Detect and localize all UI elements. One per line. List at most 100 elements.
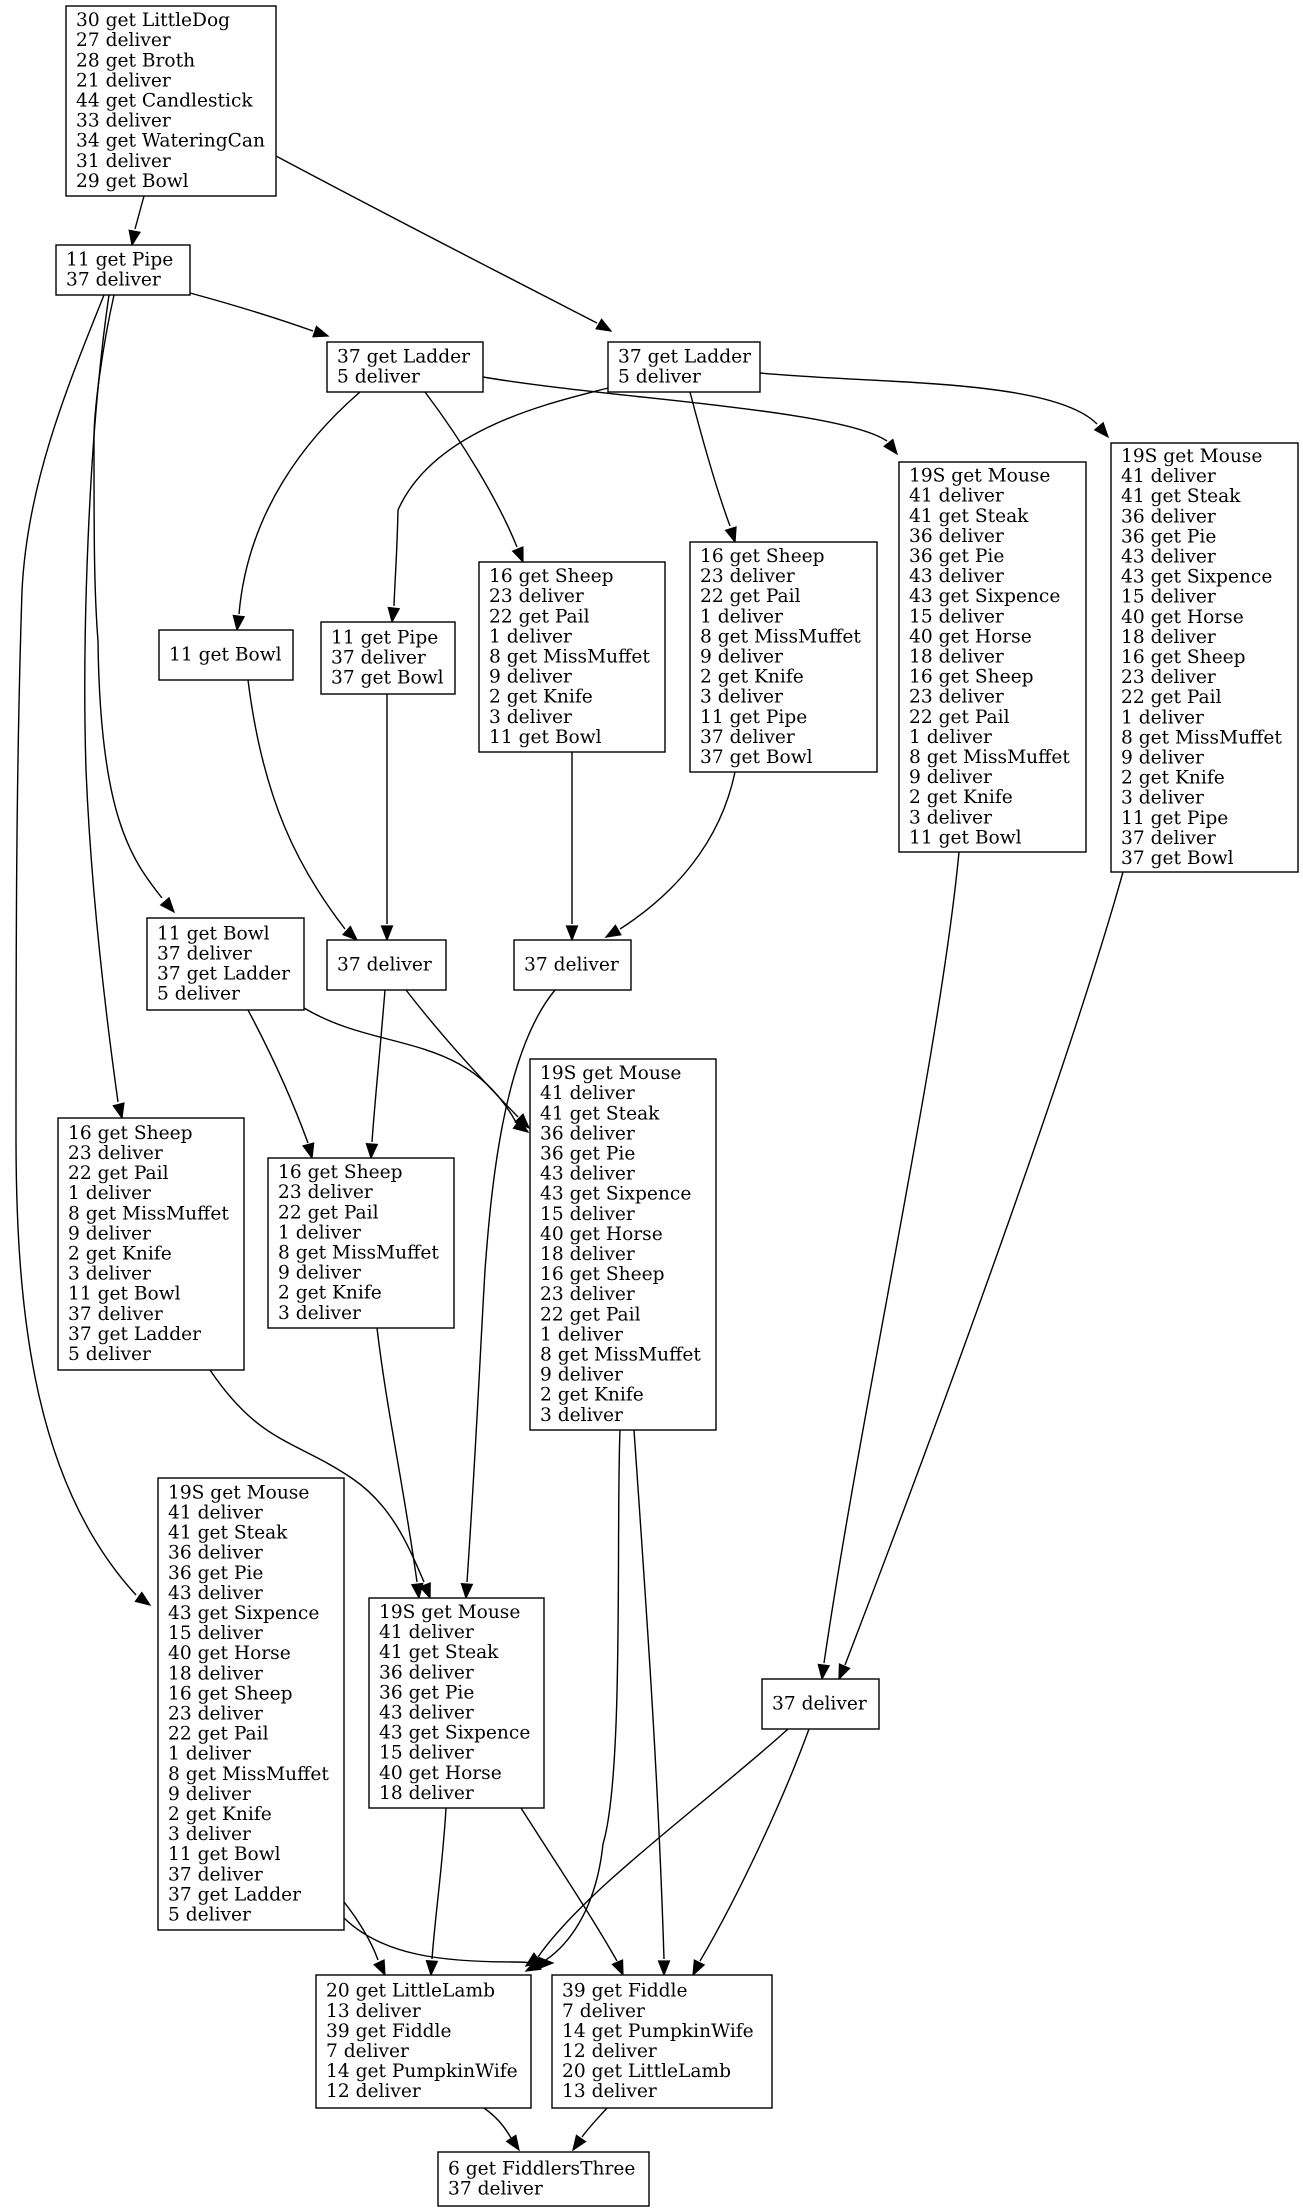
edge-n13-n18 <box>460 989 556 1600</box>
node-line: 22 get Pail <box>68 1163 169 1184</box>
node-line: 43 get Sixpence <box>909 586 1060 607</box>
node-line: 21 deliver <box>76 70 171 91</box>
node-line: 11 get Bowl <box>157 923 270 944</box>
node-line: 2 get Knife <box>489 687 593 708</box>
edge-arrowhead <box>134 1591 152 1606</box>
node-line: 18 deliver <box>168 1663 263 1684</box>
node-box <box>267 1157 455 1329</box>
node-line: 13 deliver <box>562 2081 657 2102</box>
node-line: 36 deliver <box>379 1662 474 1683</box>
node-line: 16 get Sheep <box>168 1683 292 1704</box>
node-line: 9 deliver <box>700 646 783 667</box>
node-line: 9 deliver <box>489 667 572 688</box>
node-line: 23 deliver <box>168 1704 263 1725</box>
edge-n5-n19 <box>817 851 960 1681</box>
node-line: 5 deliver <box>337 367 420 388</box>
node-line: 8 get MissMuffet <box>68 1203 229 1224</box>
edge-line <box>537 1728 789 1958</box>
node-box <box>326 341 484 393</box>
node-line: 1 deliver <box>1121 707 1204 728</box>
edge-line <box>134 195 145 230</box>
node-line: 15 deliver <box>1121 587 1216 608</box>
node-line: 11 get Bowl <box>68 1284 181 1305</box>
node-line: 36 get Pie <box>1121 526 1216 547</box>
edge-n21-n22 <box>572 2107 608 2152</box>
node-line: 20 get LittleLamb <box>562 2061 731 2082</box>
node-line: 33 deliver <box>76 111 171 132</box>
node-line: 18 deliver <box>540 1244 635 1265</box>
node-line: 3 deliver <box>700 687 783 708</box>
edge-line <box>699 1728 810 1962</box>
node-line: 11 get Bowl <box>489 727 602 748</box>
edge-line <box>431 1807 447 1960</box>
edge-line <box>209 1369 425 1583</box>
node-line: 37 get Ladder <box>337 346 470 367</box>
edge-n12-n14 <box>405 989 531 1130</box>
node-line: 8 get MissMuffet <box>909 747 1070 768</box>
node-line: 37 deliver <box>157 943 252 964</box>
edge-n4-n6 <box>759 372 1110 439</box>
node-line: 36 deliver <box>540 1123 635 1144</box>
node-line: 43 deliver <box>1121 546 1216 567</box>
node-line: 40 get Horse <box>540 1224 663 1245</box>
edge-arrowhead <box>572 2134 587 2152</box>
edge-n2-n3 <box>189 292 330 338</box>
node-line: 5 deliver <box>168 1905 251 1926</box>
node-line: 16 get Sheep <box>489 566 613 587</box>
node-line: 3 deliver <box>540 1405 623 1426</box>
edge-n4-n8 <box>689 391 737 544</box>
edge-arrowhead <box>387 606 401 624</box>
edge-arrowhead <box>505 2134 520 2152</box>
node-line: 19S get Mouse <box>168 1482 309 1503</box>
edge-n17-n21 <box>343 1917 555 1970</box>
node-box <box>478 561 666 753</box>
node-line: 1 deliver <box>909 727 992 748</box>
node-line: 22 get Pail <box>278 1202 379 1223</box>
edge-line <box>303 1007 518 1125</box>
node-line: 1 deliver <box>168 1744 251 1765</box>
node-line: 36 get Pie <box>168 1563 263 1584</box>
node-line: 3 deliver <box>909 807 992 828</box>
node-box <box>551 1974 773 2109</box>
node-line: 3 deliver <box>489 707 572 728</box>
node-line: 37 get Ladder <box>168 1884 301 1905</box>
node-line: 1 deliver <box>489 626 572 647</box>
node-line: 36 get Pie <box>909 546 1004 567</box>
node-line: 40 get Horse <box>379 1763 502 1784</box>
node-line: 44 get Candlestick <box>76 90 253 111</box>
node-line: 8 get MissMuffet <box>1121 727 1282 748</box>
node-box <box>146 917 305 1011</box>
node-line: 16 get Sheep <box>68 1123 192 1144</box>
node-line: 16 get Sheep <box>278 1162 402 1183</box>
node-line: 37 get Ladder <box>68 1324 201 1345</box>
edge-arrowhead <box>373 1959 386 1977</box>
node-line: 2 get Knife <box>68 1244 172 1265</box>
node-line: 41 deliver <box>379 1622 474 1643</box>
node-line: 22 get Pail <box>489 606 590 627</box>
node-line: 36 deliver <box>909 526 1004 547</box>
node-line: 19S get Mouse <box>540 1063 681 1084</box>
edge-line <box>619 771 736 930</box>
edge-arrowhead <box>312 325 330 338</box>
node-box <box>65 5 277 197</box>
node-line: 14 get PumpkinWife <box>562 2021 754 2042</box>
node-line: 15 deliver <box>540 1204 635 1225</box>
edge-n3-n5 <box>482 376 899 456</box>
edge-n2-n11 <box>93 294 176 914</box>
edge-line <box>376 1327 418 1583</box>
edge-line <box>466 989 556 1583</box>
edge-line <box>823 851 960 1664</box>
node-box <box>158 629 294 681</box>
node-line: 37 get Bowl <box>1121 848 1234 869</box>
node-line: 11 get Pipe <box>1121 808 1228 829</box>
edge-n10-n12 <box>380 693 394 942</box>
node-box <box>326 939 447 991</box>
node-line: 23 deliver <box>909 687 1004 708</box>
edge-line <box>424 391 518 548</box>
node-box <box>315 1974 532 2109</box>
